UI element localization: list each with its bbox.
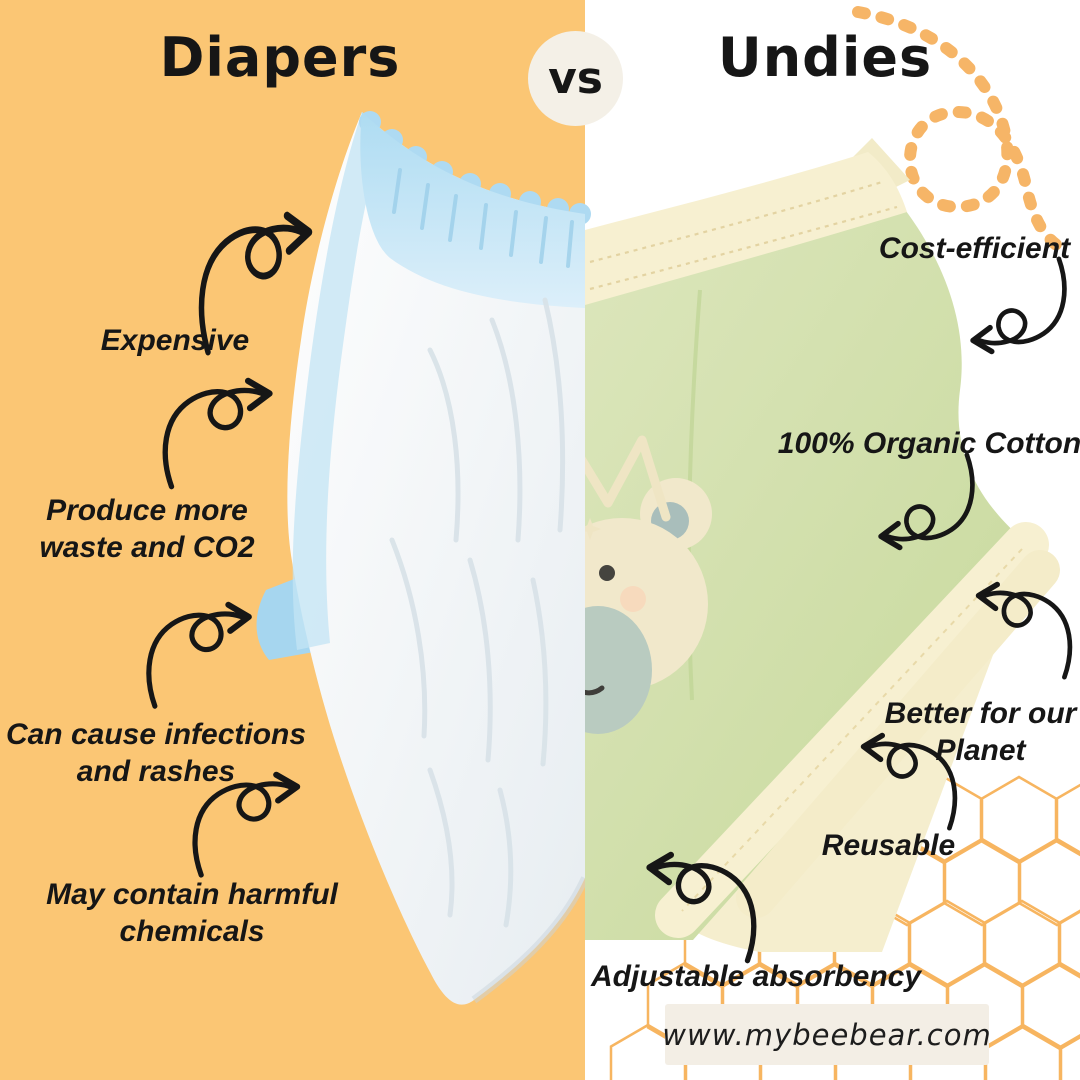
undies-pro-label: Cost-efficient — [878, 232, 1071, 265]
bear-print — [585, 435, 712, 734]
diaper-illustration — [256, 111, 591, 1005]
diapers-con-label: Expensive — [100, 324, 250, 357]
vs-badge: vs — [528, 31, 623, 126]
undies-title: Undies — [717, 26, 933, 89]
curly-arrow-icon — [149, 605, 249, 706]
curly-arrow-icon — [165, 381, 269, 487]
vs-badge-label: vs — [548, 53, 603, 104]
undies-pro-label: Adjustable absorbency — [590, 960, 922, 993]
undies-pro-label: 100% Organic Cotton — [777, 427, 1080, 460]
curly-arrow-icon — [973, 259, 1064, 352]
diapers-con-label: May contain harmful chemicals — [46, 878, 338, 949]
diapers-con-label: Can cause infections and rashes — [5, 718, 307, 789]
diapers-title: Diapers — [159, 26, 401, 89]
website-url: www.mybeebear.com — [662, 1017, 992, 1052]
undies-pro-label: Reusable — [821, 829, 956, 862]
dotted-trail-icon — [852, 6, 1064, 252]
website-banner: www.mybeebear.com — [662, 1004, 992, 1065]
diapers-con-label: Produce more waste and CO2 — [39, 494, 255, 565]
undies-illustration — [585, 138, 1060, 952]
undies-pro-label: Better for our Planet — [884, 697, 1077, 768]
